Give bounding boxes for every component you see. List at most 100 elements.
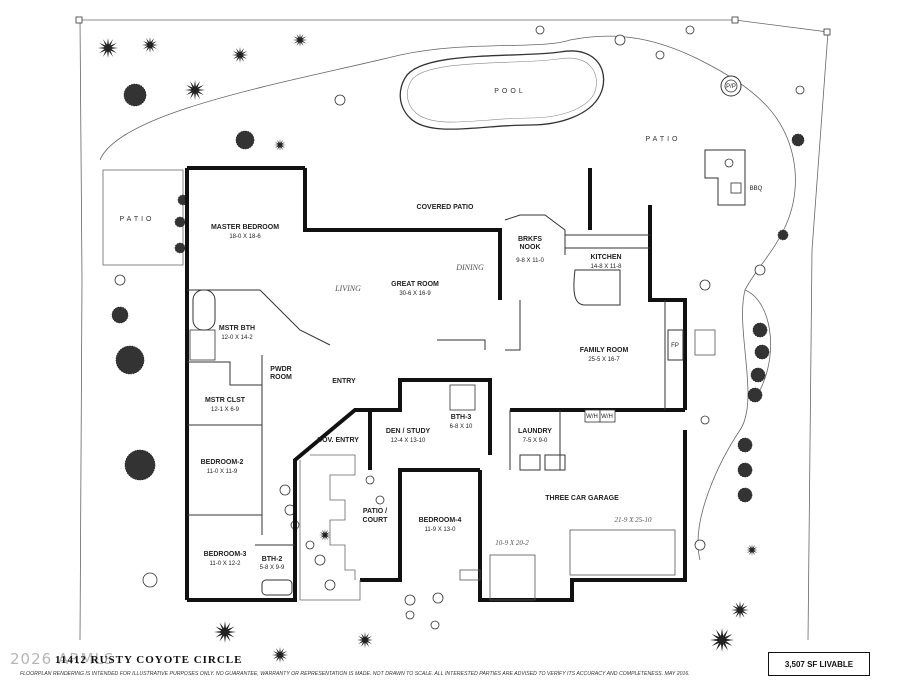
kitchen-dim: 14-8 X 11-8: [591, 264, 623, 270]
pool-equipment: [720, 75, 742, 97]
fp-label: FP: [671, 343, 679, 349]
den-study-dim: 12-4 X 13-10: [391, 438, 426, 444]
landscape-plant: [123, 83, 147, 107]
landscape-plant: [235, 130, 255, 150]
dryer-label: W/H: [601, 414, 613, 420]
kitchen-label: KITCHEN: [590, 254, 621, 261]
landscape-plant: [685, 25, 695, 35]
property-address: 11412 RUSTY COYOTE CIRCLE: [55, 654, 243, 666]
bedroom-2-dim: 11-0 X 11-9: [207, 469, 238, 475]
landscape-plant: [795, 85, 805, 95]
landscape-plant: [754, 264, 766, 276]
landscape-plant: [791, 133, 805, 147]
watermark-text: 2026 ARMLS: [10, 650, 115, 668]
room-labels: COVERED PATIO POOL PATIO PATIO BBQ MASTE…: [120, 84, 763, 571]
landscape-plant: [185, 80, 205, 100]
landscape-plant: [324, 579, 336, 591]
landscape-plant: [142, 37, 158, 53]
bth-2-label: BTH-2: [262, 556, 283, 563]
bedroom-4-dim: 11-9 X 13-0: [425, 527, 457, 533]
exterior-walls: [185, 166, 687, 602]
bbq-label: BBQ: [750, 186, 763, 192]
landscape-plant: [710, 628, 734, 652]
pwdr-room-label-2: ROOM: [270, 374, 292, 381]
brkfs-nook-dim: 9-8 X 11-0: [516, 258, 544, 264]
pwdr-room-label: PWDR: [270, 366, 291, 373]
square-footage-box: 3,507 SF LIVABLE: [768, 652, 870, 676]
landscape-plant: [174, 216, 186, 228]
landscape-plant: [274, 139, 286, 151]
laundry-dim: 7-5 X 9-0: [523, 438, 548, 444]
landscape-plant: [357, 632, 373, 648]
landscape-plant: [731, 601, 749, 619]
patio-court-label: PATIO /: [363, 508, 387, 515]
patio-court-outline: [299, 454, 361, 601]
master-bedroom-label: MASTER BEDROOM: [211, 224, 279, 231]
landscape-plant: [405, 610, 415, 620]
landscape-plant: [694, 539, 706, 551]
square-footage-text: 3,507 SF LIVABLE: [784, 659, 854, 669]
landscape-plant: [214, 621, 236, 643]
family-room-dim: 25-5 X 16-7: [588, 357, 620, 363]
brkfs-nook-label-2: NOOK: [520, 244, 541, 251]
landscaping: [98, 25, 805, 663]
interior-walls: [187, 214, 716, 601]
brkfs-nook-label: BRKFS: [518, 236, 542, 243]
landscape-plant: [98, 38, 118, 58]
landscape-plant: [432, 592, 444, 604]
den-study-label: DEN / STUDY: [386, 428, 431, 435]
dining-label: DINING: [455, 263, 484, 272]
landscape-plant: [614, 34, 626, 46]
patio-left-label: PATIO: [120, 216, 155, 223]
family-room-label: FAMILY ROOM: [580, 347, 629, 354]
landscape-plant: [655, 50, 665, 60]
mstr-bth-dim: 12-0 X 14-2: [221, 335, 253, 341]
great-room-label: GREAT ROOM: [391, 281, 439, 288]
patio-rear-label: PATIO: [646, 136, 681, 143]
landscape-plant: [365, 475, 375, 485]
landscape-plant: [293, 33, 307, 47]
landscape-plant: [750, 367, 766, 383]
great-room-dim: 30-6 X 16-9: [399, 291, 431, 297]
laundry-label: LAUNDRY: [518, 428, 552, 435]
disclaimer-text: FLOORPLAN RENDERING IS INTENDED FOR ILLU…: [20, 671, 690, 677]
mstr-bth-label: MSTR BTH: [219, 325, 255, 332]
landscape-plant: [737, 437, 753, 453]
landscape-plant: [111, 306, 129, 324]
landscape-plant: [174, 242, 186, 254]
patio-court-label-2: COURT: [363, 517, 389, 524]
pool-label: POOL: [494, 88, 525, 95]
bedroom-4-label: BEDROOM-4: [419, 517, 462, 524]
landscape-plant: [699, 279, 711, 291]
landscape-plant: [535, 25, 545, 35]
landscape-plant: [752, 322, 768, 338]
washer-label: W/H: [586, 414, 598, 420]
property-boundary: [75, 16, 831, 641]
landscape-plant: [375, 495, 385, 505]
landscape-plant: [404, 594, 416, 606]
landscape-plant: [777, 229, 789, 241]
master-bedroom-dim: 18-0 X 18-6: [229, 234, 261, 240]
entry-label: ENTRY: [332, 378, 356, 385]
landscape-plant: [746, 544, 758, 556]
bth-3-dim: 6-8 X 10: [450, 424, 473, 430]
bth-2-dim: 5-8 X 9-9: [260, 565, 285, 571]
landscape-plant: [747, 387, 763, 403]
cov-entry-label: COV. ENTRY: [317, 437, 359, 444]
mstr-clst-label: MSTR CLST: [205, 397, 246, 404]
garage-label: THREE CAR GARAGE: [545, 495, 619, 502]
landscape-plant: [272, 647, 288, 663]
landscape-plant: [334, 94, 346, 106]
landscape-plant: [142, 572, 158, 588]
landscape-plant: [319, 529, 331, 541]
landscape-plant: [279, 484, 291, 496]
garage-dim-small: 10-9 X 20-2: [495, 539, 529, 547]
landscape-plant: [115, 345, 145, 375]
mstr-clst-dim: 12-1 X 6-9: [211, 407, 240, 413]
living-label: LIVING: [334, 284, 361, 293]
landscape-plant: [754, 344, 770, 360]
garage-dim-large: 21-9 X 25-10: [615, 516, 652, 524]
landscape-plant: [232, 47, 248, 63]
bbq-island: [704, 149, 746, 206]
